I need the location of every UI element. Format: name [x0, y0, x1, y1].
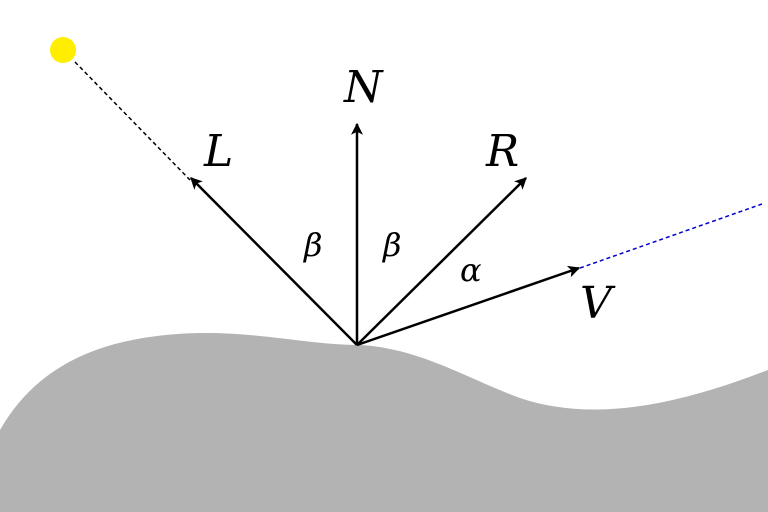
vector-group	[190, 122, 581, 347]
angle-beta-right: β	[382, 226, 402, 264]
label-light: L	[203, 126, 233, 177]
light-source-icon	[50, 37, 76, 63]
surface-shape	[0, 332, 768, 512]
angle-alpha: α	[460, 251, 482, 289]
angle-beta-left: β	[303, 226, 323, 264]
view-vector-arrow	[356, 265, 581, 347]
label-reflect: R	[485, 126, 519, 177]
label-normal: N	[343, 62, 384, 113]
light-ray-dashed	[74, 61, 191, 181]
light-vector-arrow	[190, 177, 358, 346]
label-view: V	[580, 278, 616, 329]
view-ray-dashed	[579, 203, 763, 269]
reflect-vector-arrow	[356, 177, 527, 346]
